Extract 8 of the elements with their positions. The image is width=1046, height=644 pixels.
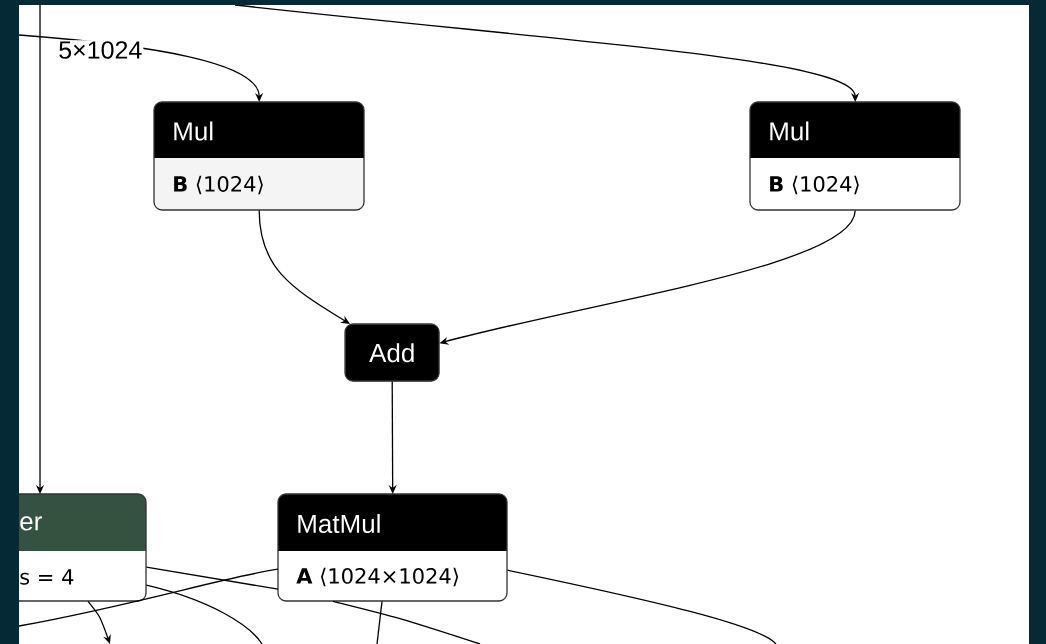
arrow — [258, 209, 350, 324]
operator-box: Mul B ⟨1024⟩ — [749, 101, 961, 211]
arrow — [87, 600, 111, 644]
arrow — [234, 4, 860, 102]
operator-box: Mul B ⟨1024⟩ — [153, 101, 365, 211]
operator-box: MatMul A ⟨1024×1024⟩ — [277, 493, 508, 602]
operator-box: Add — [344, 323, 440, 382]
edge-label: 5×1024 — [57, 40, 144, 60]
